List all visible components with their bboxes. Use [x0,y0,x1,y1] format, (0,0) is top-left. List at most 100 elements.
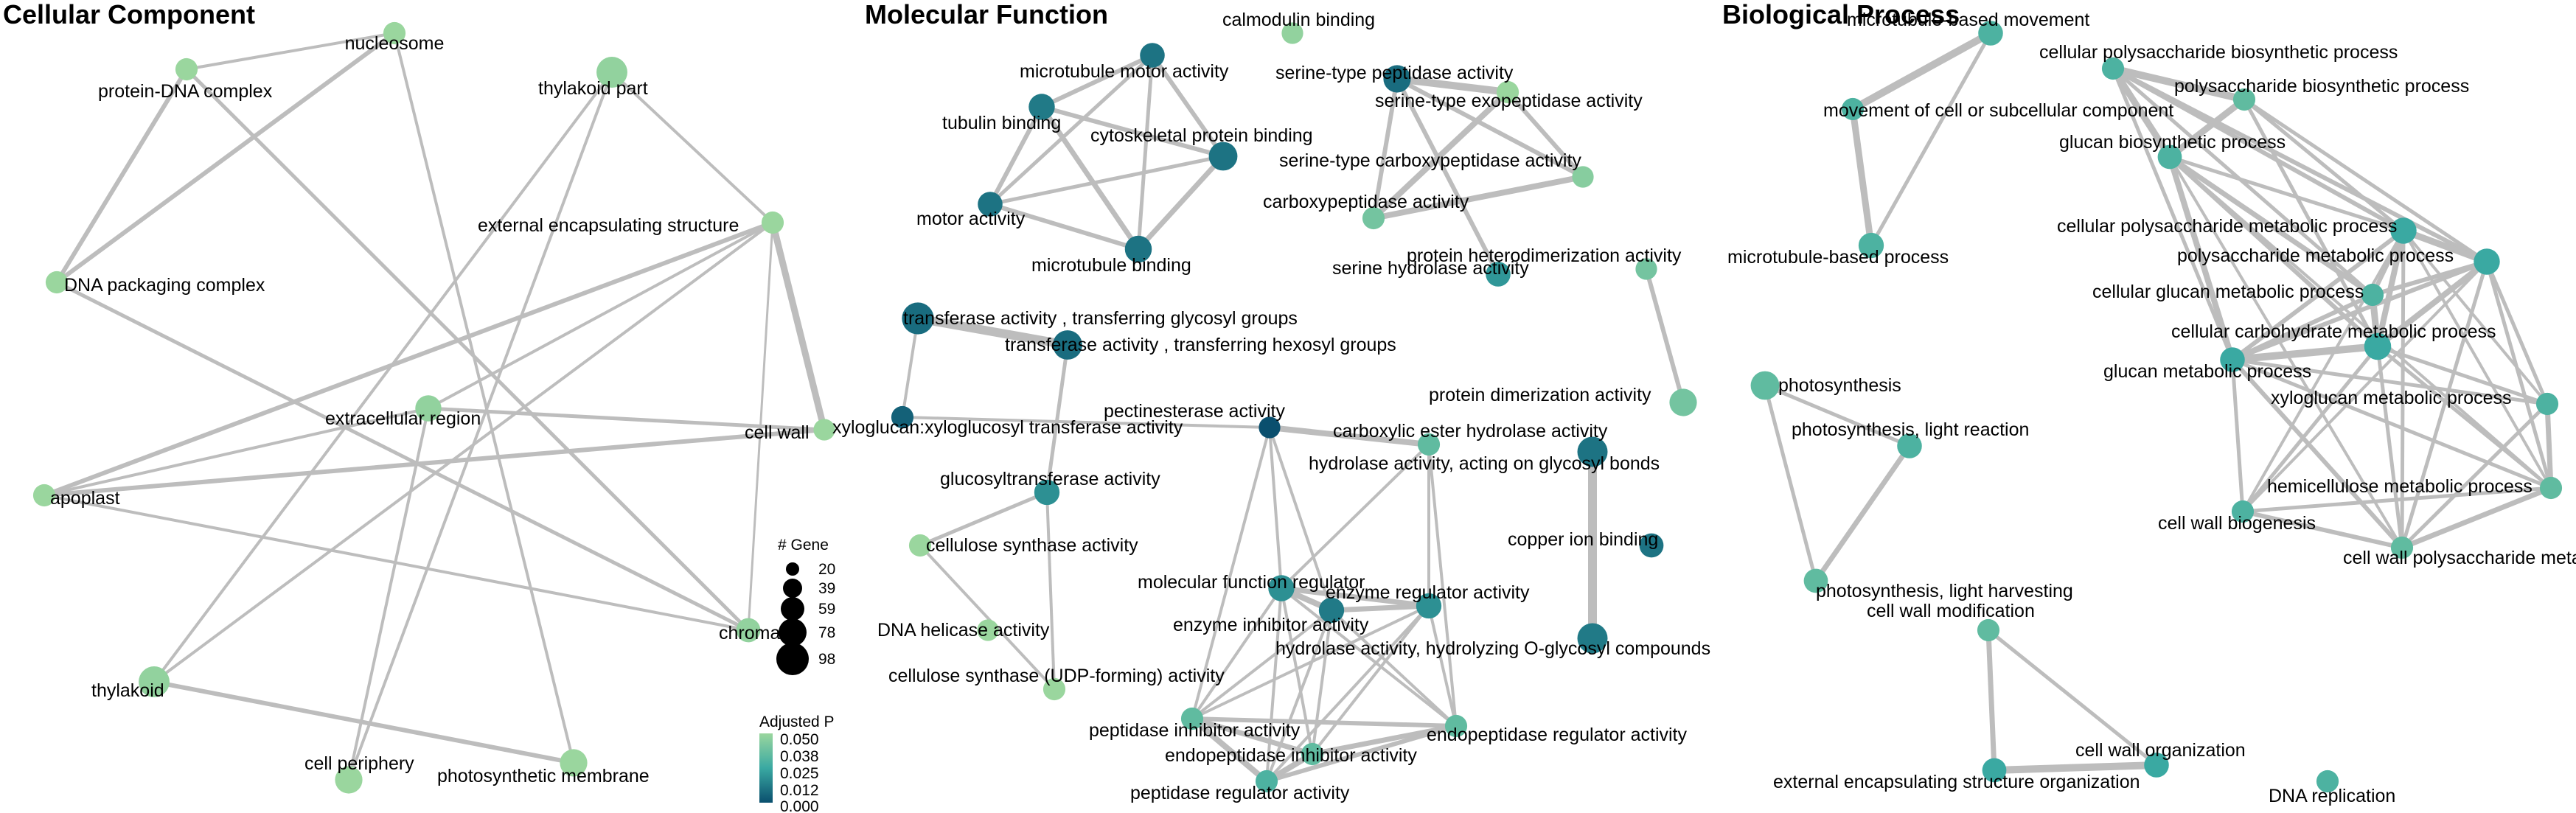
network-edge [2402,229,2549,405]
legend-size-label: 78 [818,624,835,641]
network-node [335,766,363,794]
network-edge [769,219,828,433]
node-label: cell wall organization [2075,740,2246,761]
node-label: copper ion binding [1508,529,1658,550]
network-edge [1505,90,1585,179]
network-edge [55,31,397,285]
node-label: photosynthesis, light harvesting [1816,581,2073,601]
node-label: apoplast [50,488,120,509]
node-label: cell periphery [304,753,414,774]
network-edge [1045,343,1070,495]
node-label: microtubule-based movement [1847,10,2089,30]
network-edge [1763,383,1818,583]
network-node [1383,65,1411,93]
node-label: polysaccharide biosynthetic process [2174,76,2469,97]
legend-size-label: 59 [818,601,835,618]
node-label: DNA replication [2269,786,2395,806]
network-edge [2399,485,2554,551]
network-edge [153,221,774,683]
network-node [902,302,934,335]
network-edge [1309,723,1459,757]
network-edge [1265,609,1333,783]
node-label: cellular glucan metabolic process [2092,282,2364,302]
network-edge [1849,105,1875,249]
network-edge [1280,443,1430,590]
network-edge [427,221,774,410]
network-edge [2400,402,2549,550]
network-node [1417,433,1441,456]
legend-colorbar [759,733,773,803]
node-label: nucleosome [345,33,445,54]
network-edge [2242,97,2380,349]
network-node [1669,388,1697,416]
node-label: microtubule motor activity [1020,61,1229,82]
node-label: transferase activity , transferring hexo… [1005,335,1396,355]
network-node [761,211,784,234]
legend-color-tick-label: 0.038 [780,748,819,765]
nodes-layer [32,21,2563,794]
network-edge [43,407,430,497]
network-edge [1371,174,1586,221]
network-edge [988,105,1044,206]
network-edge [2375,344,2404,550]
network-edge [2111,66,2489,264]
network-node [1978,21,2003,46]
network-edge [42,220,775,498]
network-edge [1150,53,1225,158]
node-label: photosynthesis, light reaction [1792,419,2029,440]
network-edge [1393,75,1511,96]
node-label: carboxylic ester hydrolase activity [1333,421,1608,442]
network-edge [2485,259,2549,406]
node-label: extracellular region [325,408,481,429]
network-node [2535,392,2559,416]
network-edge [2544,401,2554,491]
network-node [1053,330,1082,360]
network-edge [1278,585,1432,609]
network-node [45,271,69,294]
network-node [2316,770,2339,793]
network-node [1841,97,1865,121]
node-label: calmodulin binding [1222,10,1375,30]
network-edge [1330,609,1458,727]
network-edge [1189,716,1315,757]
network-node [1268,575,1295,601]
network-edge [1311,609,1333,756]
node-label: polysaccharide metabolic process [2177,245,2454,266]
node-label: DNA helicase activity [877,620,1050,641]
network-edge [1191,587,1283,720]
legend-color-tick-label: 0.012 [780,782,819,799]
network-edge [988,202,1141,251]
network-edge [1190,716,1458,728]
node-label: molecular function regulator [1138,572,1365,593]
network-edge [2375,344,2549,406]
network-node [891,405,914,429]
network-node [1140,43,1165,68]
network-edge [1280,587,1314,756]
network-node [1897,433,1922,458]
node-label: cellular polysaccharide biosynthetic pro… [2039,42,2398,63]
network-node [2144,753,2169,778]
node-label: serine-type peptidase activity [1275,63,1514,83]
network-edge [55,67,189,285]
node-label: serine hydrolase activity [1332,258,1529,279]
network-edge [43,494,750,632]
network-edge [1268,426,1333,612]
network-node [1318,597,1345,624]
network-node [2231,500,2255,523]
network-node [1180,707,1204,730]
node-label: cellulose synthase (UDP-forming) activit… [888,666,1225,686]
node-label: pectinesterase activity [1104,401,1285,422]
network-edge [1371,89,1511,221]
network-node [1635,258,1657,280]
network-edge [2230,357,2404,550]
network-node [1034,479,1060,506]
network-edge [1849,29,1994,113]
network-edge [1280,587,1458,727]
node-label: carboxypeptidase activity [1263,192,1469,212]
network-edge [184,67,751,632]
network-node [596,57,627,88]
network-node [1124,235,1152,263]
